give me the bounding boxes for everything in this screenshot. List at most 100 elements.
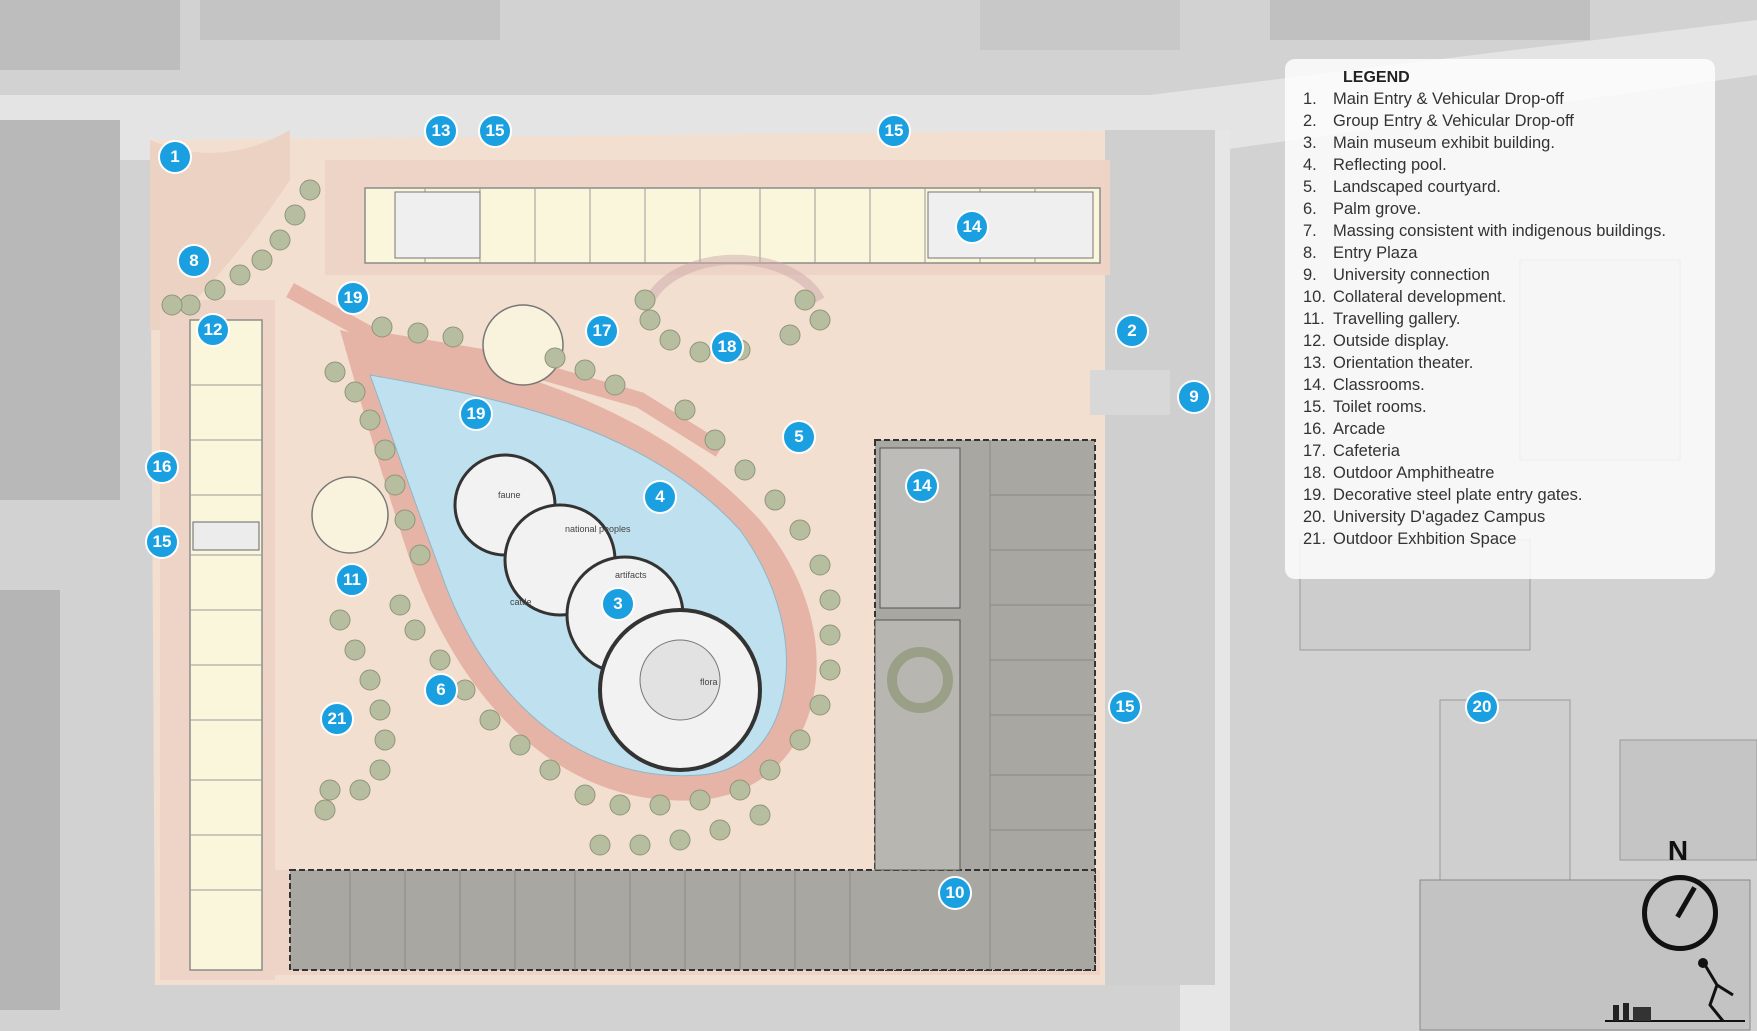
plan-marker-12[interactable]: 12 [196, 313, 230, 347]
palm-tree-icon [809, 694, 831, 716]
palm-tree-icon [689, 789, 711, 811]
plan-label: faune [498, 490, 521, 500]
palm-tree-icon [479, 709, 501, 731]
scale-figures-icon [1605, 958, 1745, 1022]
palm-tree-icon [371, 316, 393, 338]
legend-item: 16.Arcade [1303, 420, 1386, 438]
orientation-theater [394, 191, 481, 259]
plan-marker-6[interactable]: 6 [424, 673, 458, 707]
plan-marker-3[interactable]: 3 [601, 587, 635, 621]
entry-plaza [150, 130, 290, 330]
palm-tree-icon [359, 409, 381, 431]
palm-tree-icon [344, 381, 366, 403]
legend-item: 19.Decorative steel plate entry gates. [1303, 486, 1583, 504]
palm-tree-icon [407, 322, 429, 344]
plan-marker-13[interactable]: 13 [424, 114, 458, 148]
plan-marker-11[interactable]: 11 [335, 563, 369, 597]
university-connection [1090, 370, 1170, 415]
plan-marker-14[interactable]: 14 [905, 469, 939, 503]
plan-marker-15[interactable]: 15 [478, 114, 512, 148]
palm-tree-icon [574, 359, 596, 381]
palm-tree-icon [429, 649, 451, 671]
palm-tree-icon [384, 474, 406, 496]
legend-item: 4.Reflecting pool. [1303, 156, 1447, 174]
palm-tree-icon [251, 249, 273, 271]
palm-tree-icon [404, 619, 426, 641]
context-building [0, 120, 120, 500]
palm-tree-icon [589, 834, 611, 856]
context-building [200, 0, 500, 40]
palm-tree-icon [349, 779, 371, 801]
palm-grove [161, 179, 841, 856]
plan-marker-15[interactable]: 15 [877, 114, 911, 148]
palm-tree-icon [674, 399, 696, 421]
legend-item: 5.Landscaped courtyard. [1303, 178, 1501, 196]
plan-marker-10[interactable]: 10 [938, 876, 972, 910]
amphitheatre [645, 254, 825, 303]
palm-tree-icon [604, 374, 626, 396]
legend: LEGEND 1.Main Entry & Vehicular Drop-off… [1285, 59, 1715, 579]
plan-marker-16[interactable]: 16 [145, 450, 179, 484]
context-building [0, 590, 60, 1010]
legend-item: 15.Toilet rooms. [1303, 398, 1427, 416]
plan-label: flora [700, 677, 718, 687]
plan-marker-15[interactable]: 15 [145, 525, 179, 559]
plan-marker-15[interactable]: 15 [1108, 690, 1142, 724]
palm-tree-icon [574, 784, 596, 806]
palm-tree-icon [284, 204, 306, 226]
palm-tree-icon [229, 264, 251, 286]
plan-marker-20[interactable]: 20 [1465, 690, 1499, 724]
plan-label: cattle [510, 597, 532, 607]
plan-marker-4[interactable]: 4 [643, 480, 677, 514]
palm-tree-icon [269, 229, 291, 251]
legend-item: 17.Cafeteria [1303, 442, 1400, 460]
plan-marker-5[interactable]: 5 [782, 420, 816, 454]
context-building [0, 0, 180, 70]
legend-item: 12.Outside display. [1303, 332, 1450, 350]
plan-marker-9[interactable]: 9 [1177, 380, 1211, 414]
plan-marker-19[interactable]: 19 [459, 397, 493, 431]
palm-tree-icon [539, 759, 561, 781]
legend-item: 2.Group Entry & Vehicular Drop-off [1303, 112, 1574, 130]
compass-circle-icon [1642, 875, 1718, 951]
palm-tree-icon [729, 779, 751, 801]
palm-tree-icon [649, 794, 671, 816]
palm-tree-icon [319, 779, 341, 801]
legend-item: 20.University D'agadez Campus [1303, 508, 1546, 526]
plan-label: artifacts [615, 570, 647, 580]
plan-marker-14[interactable]: 14 [955, 210, 989, 244]
palm-tree-icon [764, 489, 786, 511]
palm-tree-icon [819, 659, 841, 681]
palm-tree-icon [704, 429, 726, 451]
toilet-block [192, 521, 260, 551]
legend-item: 18.Outdoor Amphitheatre [1303, 464, 1495, 482]
palm-tree-icon [369, 699, 391, 721]
legend-item: 1.Main Entry & Vehicular Drop-off [1303, 90, 1564, 108]
palm-tree-icon [629, 834, 651, 856]
palm-tree-icon [789, 519, 811, 541]
legend-item: 3.Main museum exhibit building. [1303, 134, 1555, 152]
plan-marker-2[interactable]: 2 [1115, 314, 1149, 348]
palm-tree-icon [809, 554, 831, 576]
plan-marker-21[interactable]: 21 [320, 702, 354, 736]
palm-tree-icon [759, 759, 781, 781]
palm-tree-icon [639, 309, 661, 331]
palm-tree-icon [809, 309, 831, 331]
palm-tree-icon [819, 589, 841, 611]
palm-tree-icon [509, 734, 531, 756]
palm-tree-icon [299, 179, 321, 201]
plan-marker-1[interactable]: 1 [158, 140, 192, 174]
plan-marker-8[interactable]: 8 [177, 244, 211, 278]
plan-marker-18[interactable]: 18 [710, 330, 744, 364]
museum-artifact [639, 639, 721, 721]
palm-tree-icon [374, 729, 396, 751]
plan-marker-17[interactable]: 17 [585, 314, 619, 348]
palm-tree-icon [689, 341, 711, 363]
context-building [1439, 699, 1571, 881]
legend-item: 6.Palm grove. [1303, 200, 1422, 218]
plan-marker-19[interactable]: 19 [336, 281, 370, 315]
legend-title: LEGEND [1343, 69, 1410, 86]
legend-item: 13.Orientation theater. [1303, 354, 1474, 372]
legend-item: 11.Travelling gallery. [1303, 310, 1461, 328]
palm-tree-icon [344, 639, 366, 661]
